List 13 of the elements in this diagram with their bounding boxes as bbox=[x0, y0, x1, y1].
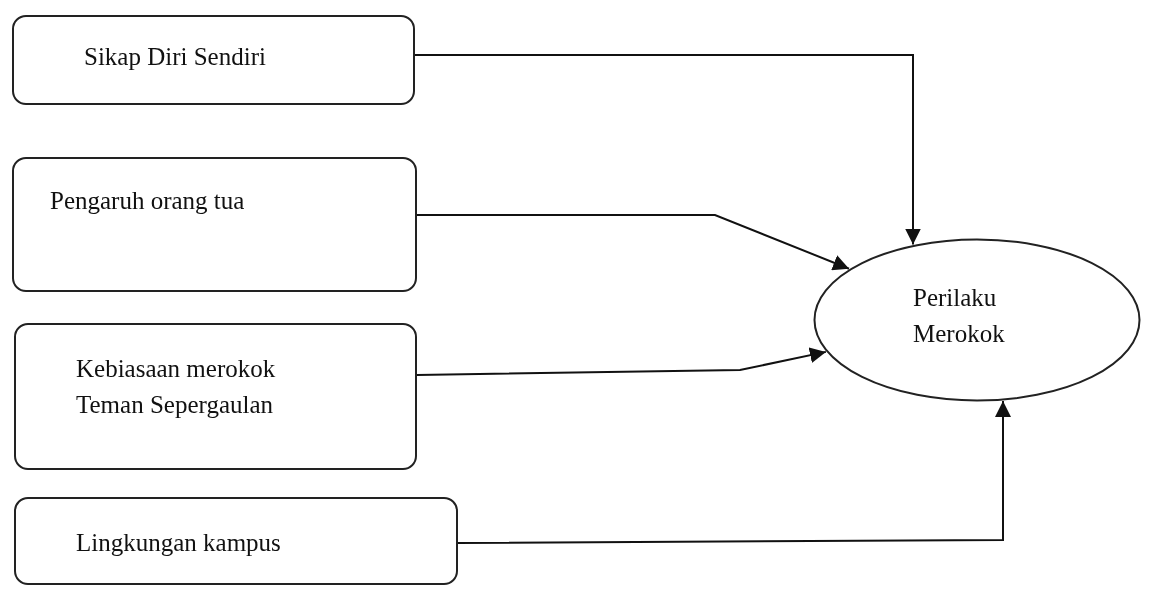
arrow bbox=[414, 54, 921, 246]
arrow bbox=[416, 214, 851, 271]
node-label: Pengaruh orang tua bbox=[50, 186, 246, 216]
rounded-box bbox=[14, 497, 458, 585]
node-label: Lingkungan kampus bbox=[76, 528, 282, 558]
arrow bbox=[457, 399, 1011, 544]
rounded-box bbox=[12, 15, 415, 105]
node-label: Perilaku Merokok bbox=[913, 283, 1006, 350]
arrow bbox=[416, 347, 827, 376]
rounded-box bbox=[14, 323, 417, 470]
node-label: Sikap Diri Sendiri bbox=[84, 42, 267, 72]
node-label: Kebiasaan merokok Teman Sepergaulan bbox=[76, 354, 277, 421]
rounded-box bbox=[12, 157, 417, 292]
